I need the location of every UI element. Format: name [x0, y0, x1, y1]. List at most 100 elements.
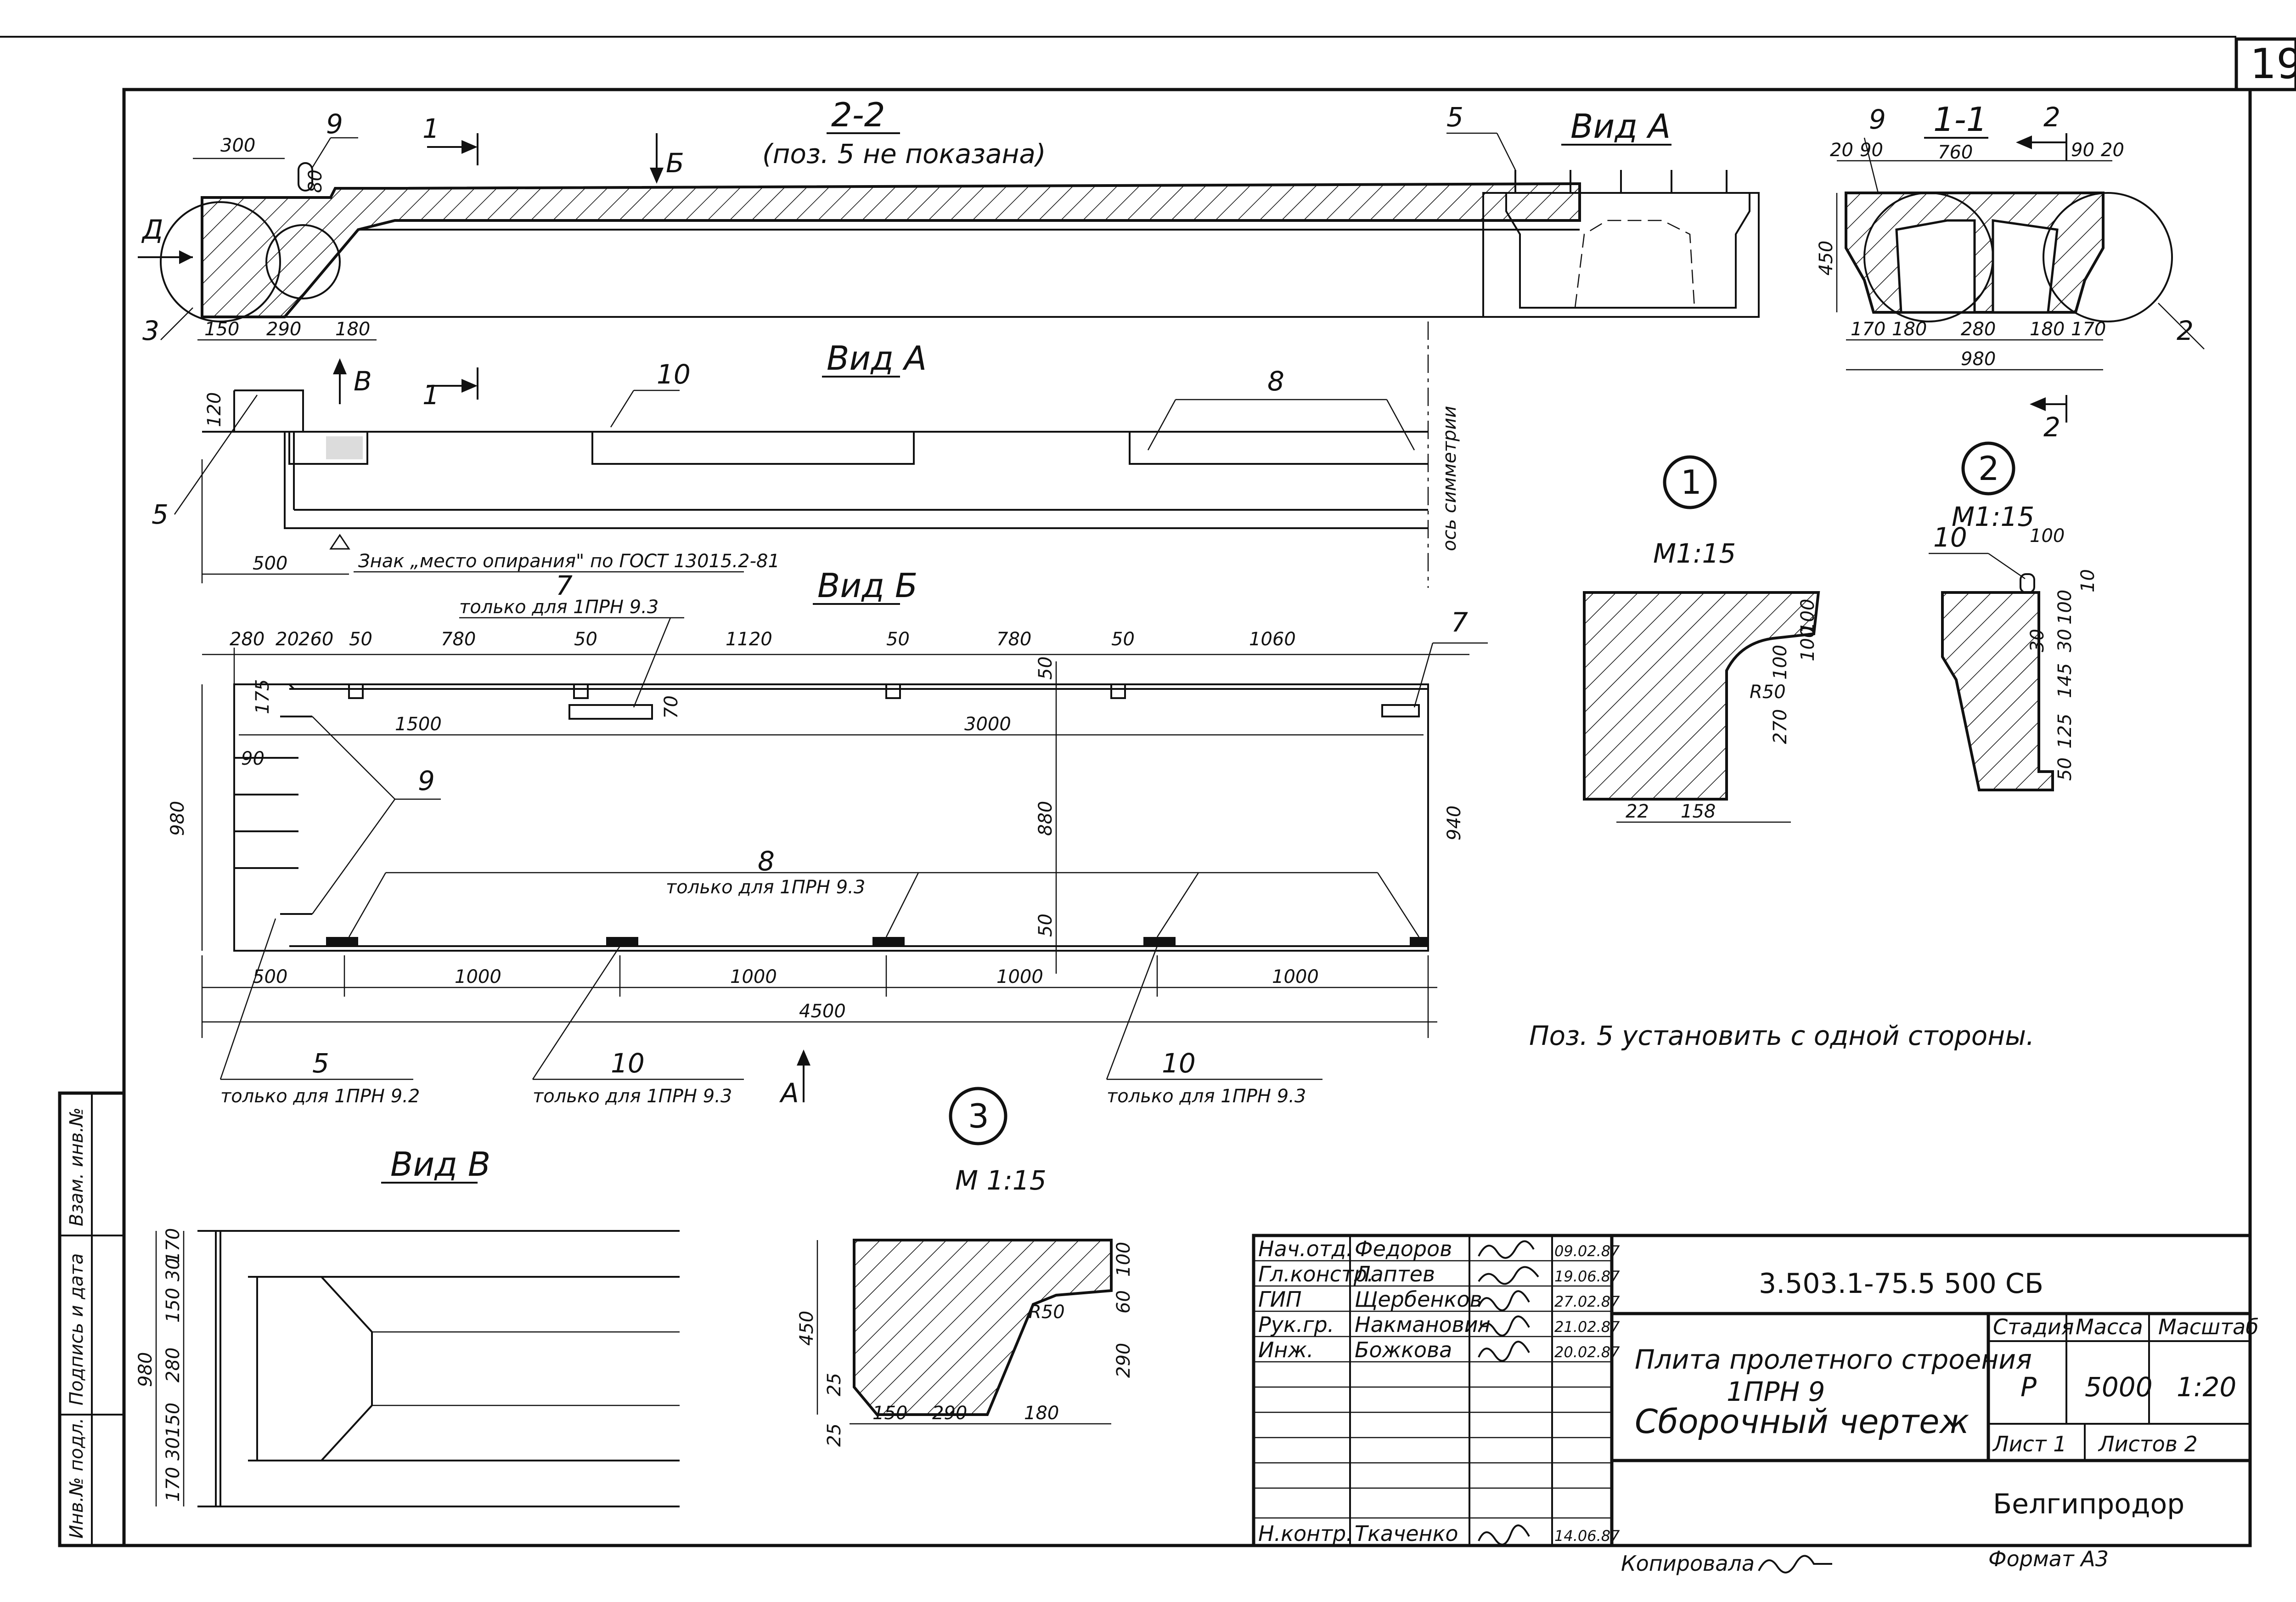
side-stamp-replace: Взам. инв.№	[66, 1107, 87, 1226]
detail-1-scale: М1:15	[1653, 538, 1736, 569]
tb-role-1: Гл.констр.	[1258, 1262, 1374, 1286]
bottom-dim-2: 1000	[455, 966, 501, 987]
s11-pos-9: 9	[1869, 104, 1886, 135]
dim-150: 150	[204, 319, 239, 340]
d1-dim-100a: 100	[1797, 599, 1818, 634]
total-4500: 4500	[799, 1001, 846, 1022]
d2-dim-10: 10	[2077, 569, 2099, 592]
tb-name-1: Лаптев	[1354, 1262, 1435, 1286]
dim-50-top: 50	[1035, 656, 1056, 680]
tb-copied: Копировала	[1621, 1551, 1755, 1576]
dim-80: 80	[305, 169, 326, 193]
signature-4	[1478, 1341, 1530, 1362]
tb-mass: 5000	[2085, 1371, 2153, 1403]
top-dim-2: 20	[276, 629, 299, 650]
signature-1	[1478, 1266, 1539, 1285]
dim-300: 300	[220, 135, 255, 156]
vv-dim-170b: 170	[163, 1467, 184, 1502]
bottom-dim-3: 1000	[730, 966, 777, 987]
d3-dim-25b: 25	[824, 1423, 845, 1447]
top-dim-11: 1060	[1249, 629, 1296, 650]
side-stamp: Инв.№ подл. Подпись и дата Взам. инв.№	[58, 1091, 126, 1547]
d2-dim-145: 145	[2054, 663, 2076, 698]
pos-8-label: 8	[1267, 366, 1284, 397]
support-sign: Знак „место опирания" по ГОСТ 13015.2-81	[358, 551, 780, 572]
view-b: Вид Б 7 только для 1ПРН 9.3	[167, 566, 1488, 1109]
cut-1-label-b: 1	[422, 379, 439, 411]
d3-dim-290: 290	[1113, 1343, 1134, 1378]
pos-5-label: 5	[152, 499, 169, 530]
top-dim-6: 50	[574, 629, 597, 650]
d1-dim-r50: R50	[1750, 682, 1786, 703]
vv-total-980: 980	[135, 1352, 156, 1387]
s11-dim-280: 280	[1961, 319, 1996, 340]
view-b-title: Вид Б	[817, 566, 917, 605]
copier-signature	[1758, 1555, 1832, 1574]
vv-dim-170a: 170	[163, 1228, 184, 1263]
detail-1-number: 1	[1681, 463, 1702, 502]
tb-date-3: 21.02.87	[1554, 1318, 1620, 1336]
tb-date-4: 20.02.87	[1554, 1343, 1620, 1361]
detail-1-marker	[1663, 455, 1717, 509]
dim-120: 120	[204, 392, 225, 427]
s11-dim-180a: 180	[1892, 319, 1927, 340]
s11-dim-90a: 90	[1860, 140, 1883, 161]
view-v: Вид В 170 30 150 280 150 30 170 980	[135, 1145, 680, 1507]
dim-50-bottom: 50	[1035, 914, 1056, 937]
tb-stage: Р	[2020, 1371, 2037, 1403]
d3-dim-r50: R50	[1029, 1302, 1065, 1323]
d2-dim-50: 50	[2054, 757, 2076, 781]
tb-name-0: Федоров	[1355, 1236, 1452, 1261]
tb-name-line2: 1ПРН 9	[1727, 1376, 1825, 1407]
tb-scale-h: Масштаб	[2158, 1314, 2259, 1339]
pos-7-note: только для 1ПРН 9.3	[459, 597, 658, 618]
dim-70: 70	[661, 695, 682, 719]
view-a-small: Вид А 5	[1446, 102, 1760, 318]
s11-dim-170a: 170	[1851, 319, 1885, 340]
callout-10b: 10	[1162, 1048, 1196, 1079]
top-dim-10: 50	[1111, 629, 1135, 650]
tb-sheet: Лист 1	[1992, 1432, 2066, 1456]
d2-dim-100b: 100	[2054, 590, 2076, 625]
pos-7-right-label: 7	[1451, 607, 1468, 638]
page-number-box	[2234, 37, 2296, 91]
mark-3: 3	[142, 315, 159, 346]
tb-role-3: Рук.гр.	[1258, 1312, 1334, 1337]
dim-290: 290	[266, 319, 301, 340]
vv-dim-150a: 150	[163, 1288, 184, 1323]
d2-dim-100a: 100	[2030, 525, 2065, 547]
d3-dim-290b: 290	[932, 1403, 967, 1424]
detail-2-section	[1941, 591, 2054, 791]
vv-dim-280: 280	[163, 1348, 184, 1382]
tb-date-1: 19.06.87	[1554, 1268, 1620, 1285]
dim-500: 500	[253, 553, 287, 574]
tb-name-3: Накманович	[1355, 1312, 1491, 1337]
detail-3-section	[853, 1239, 1113, 1416]
callout-5: 5	[312, 1048, 329, 1079]
detail-3-scale: М 1:15	[955, 1165, 1047, 1196]
tb-name-line3: Сборочный чертеж	[1635, 1402, 1969, 1441]
d2-dim-125: 125	[2054, 714, 2076, 749]
tb-date-2: 27.02.87	[1554, 1293, 1620, 1310]
view-v-title: Вид В	[390, 1145, 490, 1184]
detail-1-section	[1583, 591, 1820, 801]
section-2-2: 2-2 (поз. 5 не показана) 300 80 9 150 29…	[138, 96, 1581, 346]
view-a-main: Вид А 120 5 10 8 ось симметрии В 1	[152, 322, 1460, 588]
callout-5-note: только для 1ПРН 9.2	[220, 1086, 420, 1107]
s11-dim-180b: 180	[2030, 319, 2065, 340]
detail-2-marker	[1961, 441, 2015, 496]
dim-940: 940	[1444, 806, 1465, 840]
tb-mass-h: Масса	[2076, 1314, 2143, 1339]
d3-dim-100: 100	[1113, 1242, 1134, 1277]
s11-cut-2b: 2	[2043, 412, 2060, 443]
top-dim-3: 260	[298, 629, 333, 650]
section-1-1: 1-1 20 90 760 90 20 9 450 170 180 280 18…	[1816, 100, 2205, 443]
dim-3000: 3000	[964, 714, 1011, 735]
bottom-dim-4: 1000	[996, 966, 1043, 987]
detail-2-scale: М1:15	[1952, 501, 2034, 532]
d3-dim-150: 150	[872, 1403, 907, 1424]
d3-dim-60: 60	[1113, 1290, 1134, 1314]
tb-name-8: Ткаченко	[1355, 1521, 1458, 1546]
vv-dim-150b: 150	[163, 1403, 184, 1438]
tb-date-8: 14.06.87	[1554, 1527, 1620, 1545]
